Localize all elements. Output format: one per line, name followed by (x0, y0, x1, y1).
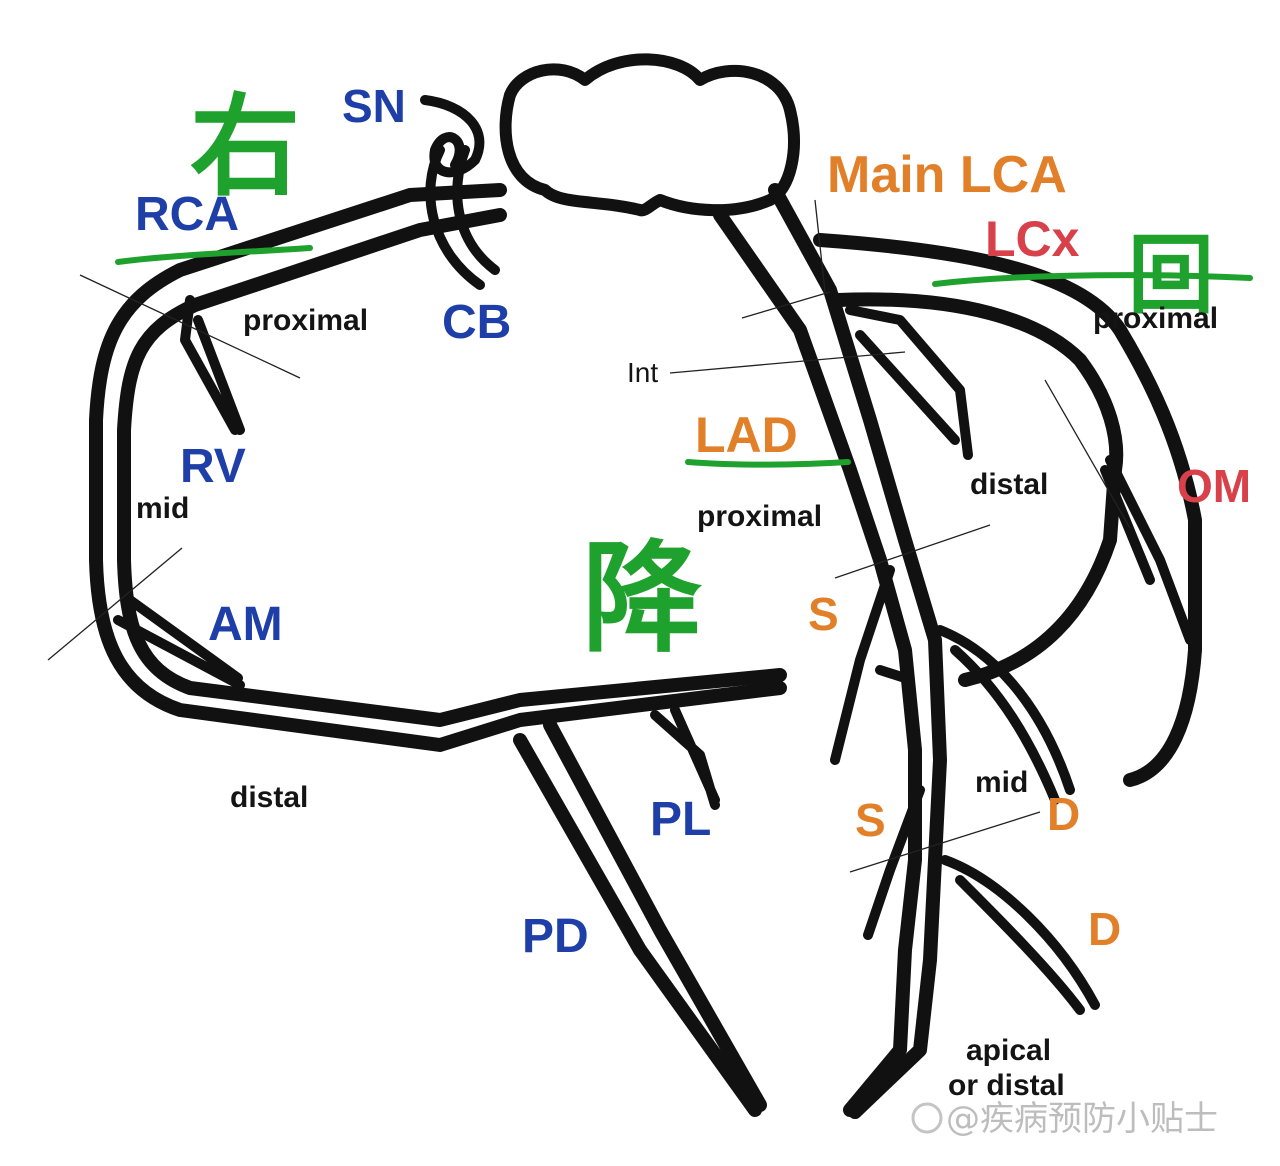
label-apical-line2: or distal (948, 1069, 1065, 1102)
lad-underline (685, 459, 851, 468)
lad-vessel (713, 183, 947, 1119)
label-diagonal-1: D (1047, 788, 1080, 840)
int-branch (845, 305, 973, 460)
lcx-vessel (813, 233, 1202, 787)
label-rca-distal: distal (230, 781, 308, 814)
label-septal-1: S (808, 588, 839, 640)
septal-branch-2 (863, 785, 925, 940)
label-sn: SN (342, 80, 406, 132)
label-om: OM (1177, 460, 1251, 512)
label-lcx-proximal: proximal (1093, 302, 1218, 335)
label-lcx: LCx (985, 211, 1080, 267)
watermark-text: @疾病预防小贴士 (946, 1099, 1218, 1139)
label-int: Int (627, 357, 658, 388)
pl-branch (650, 705, 720, 810)
label-am: AM (208, 598, 283, 651)
am-branch (113, 595, 245, 690)
rv-branch (180, 295, 245, 435)
label-main-lca: Main LCA (827, 146, 1067, 204)
pd-branch (513, 718, 767, 1117)
aortic-root (499, 53, 800, 217)
label-rv: RV (180, 440, 246, 493)
label-pl: PL (650, 793, 711, 846)
label-lad-mid: mid (975, 766, 1028, 799)
circum-char: 回 (1128, 226, 1214, 326)
label-diagonal-2: D (1088, 903, 1121, 955)
label-rca: RCA (135, 188, 239, 241)
rca-vessel (89, 183, 787, 752)
label-apical-line1: apical (966, 1034, 1051, 1067)
om-branch (1100, 455, 1195, 645)
label-septal-2: S (855, 794, 886, 846)
descend-char: 降 (582, 530, 702, 669)
right-char: 右 (190, 83, 300, 211)
diagonal-branch-1 (935, 625, 1075, 805)
lcx-underline (932, 272, 1253, 287)
label-rca-proximal: proximal (243, 304, 368, 337)
label-lad: LAD (695, 407, 798, 463)
label-lcx-distal: distal (970, 468, 1048, 501)
label-cb: CB (442, 296, 511, 349)
label-lad-proximal: proximal (697, 500, 822, 533)
label-rca-mid: mid (136, 492, 189, 525)
watermark-logo-icon (911, 1102, 943, 1134)
handwritten-annotations: 右 降 回 (115, 83, 1253, 669)
cb-branch (425, 145, 500, 290)
segment-leaders (47, 199, 1131, 873)
diagonal-branch-2 (940, 855, 1100, 1015)
label-pd: PD (522, 910, 589, 963)
watermark: @疾病预防小贴士 (911, 1099, 1218, 1139)
sn-branch (420, 95, 485, 178)
septal-branch-1 (830, 565, 910, 765)
rca-underline (115, 245, 313, 265)
